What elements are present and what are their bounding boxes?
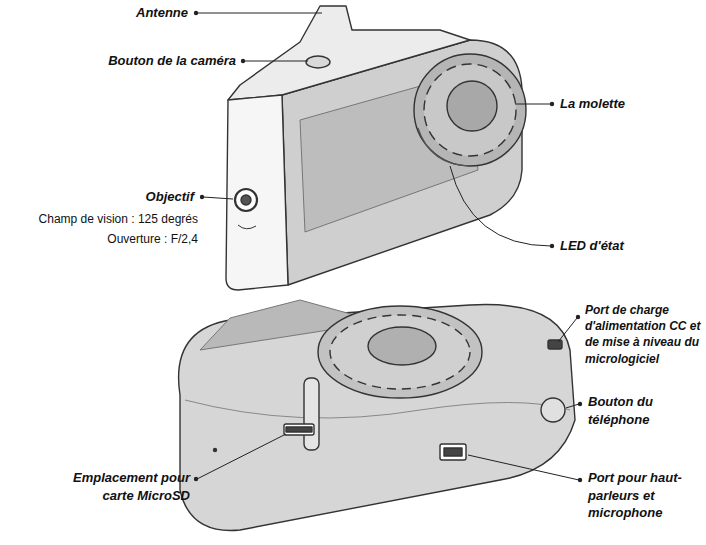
device-top — [226, 6, 522, 290]
callout-label: Bouton du téléphone — [588, 393, 698, 428]
leader-lines — [197, 13, 579, 480]
callout-label: La molette — [560, 95, 690, 113]
callout-label: Antenne — [88, 4, 188, 22]
callout-label: Ouverture : F/2,4 — [3, 231, 198, 247]
callout-label: LED d'état — [560, 237, 690, 255]
dial-top — [414, 54, 526, 166]
callout-label: Port pour haut-parleurs et microphone — [588, 469, 700, 522]
callout-label: Champ de vision : 125 degrés — [3, 211, 198, 227]
callout-label: Bouton de la caméra — [70, 52, 236, 70]
callout-label: Emplacement pour carte MicroSD — [40, 469, 190, 504]
device-bottom — [179, 300, 575, 531]
callout-label: Objectif — [95, 188, 194, 206]
callout-label: Port de charge d'alimentation CC et de m… — [585, 302, 703, 367]
leader-dots — [194, 11, 582, 482]
